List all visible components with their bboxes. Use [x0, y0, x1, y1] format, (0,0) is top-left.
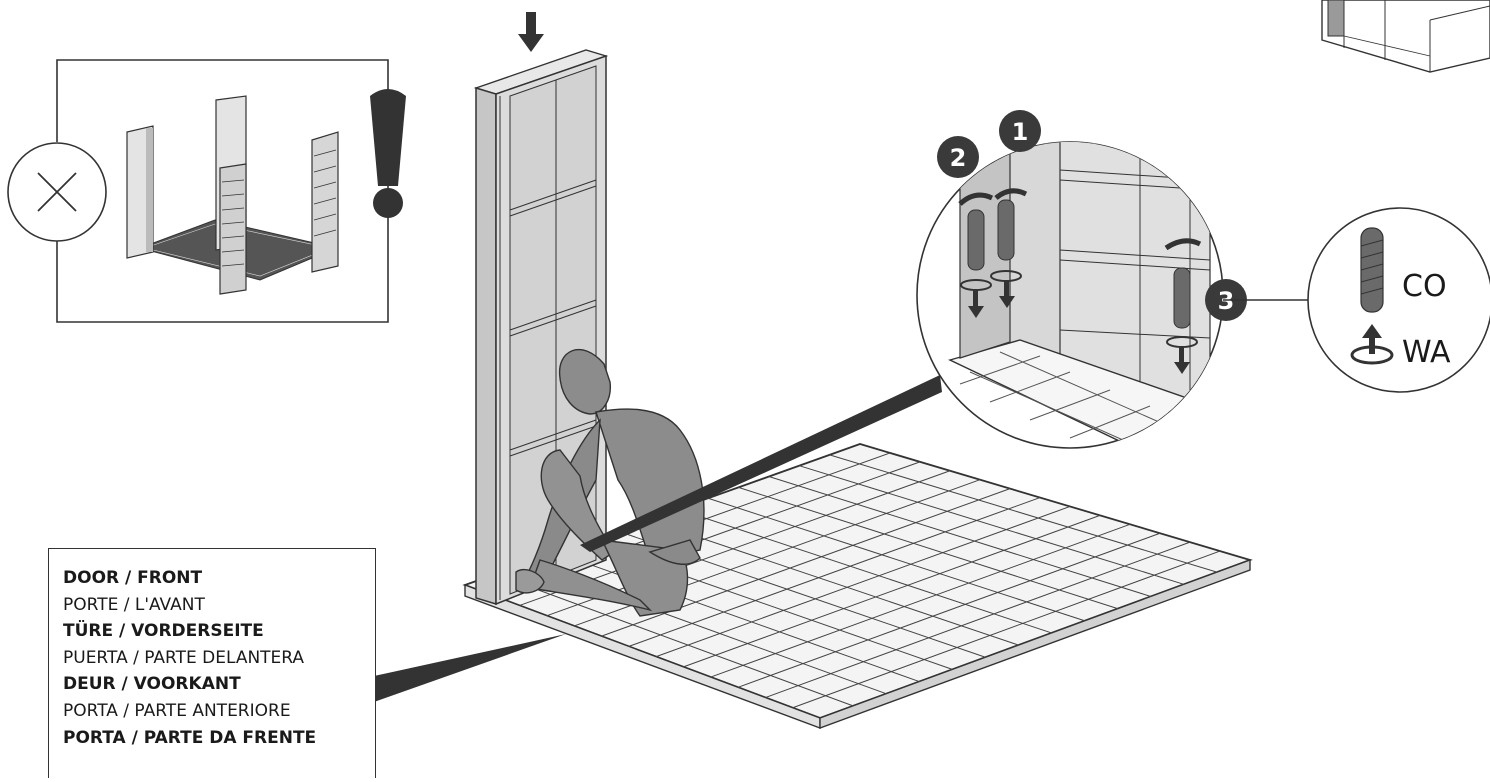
legend-line-de: TÜRE / VORDERSEITE	[63, 618, 375, 645]
thumbnail-shed-corner	[1322, 0, 1490, 72]
warning-exclamation-icon	[370, 89, 406, 218]
svg-text:2: 2	[950, 144, 967, 172]
svg-text:WA: WA	[1402, 335, 1451, 370]
pin-detail-circle: CO WA	[1308, 208, 1490, 392]
step-badge-2: 2	[937, 136, 979, 178]
svg-text:CO: CO	[1402, 269, 1447, 304]
legend-line-fr: PORTE / L'AVANT	[63, 592, 375, 619]
cross-circle-icon	[8, 143, 106, 241]
svg-text:1: 1	[1012, 118, 1029, 146]
legend-line-es: PUERTA / PARTE DELANTERA	[63, 645, 375, 672]
legend-line-en: DOOR / FRONT	[63, 565, 375, 592]
legend-line-nl: DEUR / VOORKANT	[63, 671, 375, 698]
svg-text:3: 3	[1218, 287, 1235, 315]
down-arrow-icon	[518, 12, 544, 52]
step-badge-1: 1	[999, 110, 1041, 152]
door-front-legend: DOOR / FRONT PORTE / L'AVANT TÜRE / VORD…	[48, 548, 376, 778]
wrong-assembly-box	[8, 60, 406, 322]
wrong-assembly-illustration	[127, 96, 338, 294]
legend-line-pt: PORTA / PARTE DA FRENTE	[63, 725, 375, 752]
legend-line-it: PORTA / PARTE ANTERIORE	[63, 698, 375, 725]
